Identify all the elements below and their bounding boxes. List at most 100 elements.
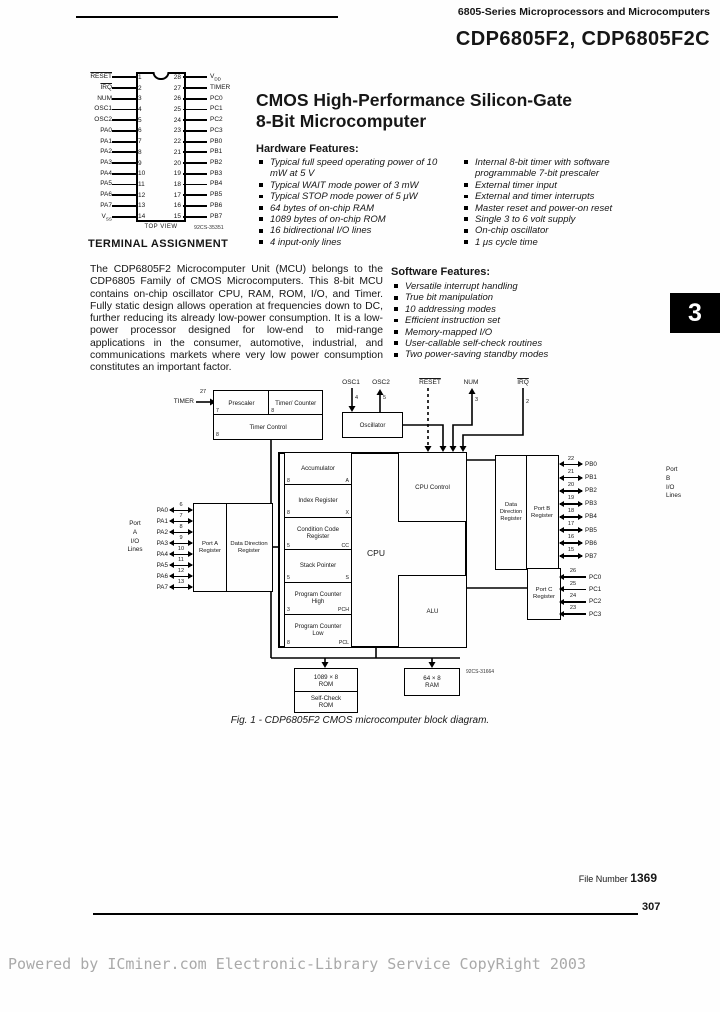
pin-name-left: PA6 [100,191,112,199]
dip-pin-row: PA1 7 22 PB0 [88,136,264,147]
pin-name-left: PA2 [100,148,112,156]
pin-number-right: 19 [173,170,181,178]
hardware-feature-item: Typical STOP mode power of 5 μW [258,191,444,202]
pin-name-left: OSC1 [94,105,112,113]
bidirectional-arrow: 6 [169,502,193,513]
software-feature-item: Efficient instruction set [393,315,643,326]
pin-name-left: VSS [101,212,112,221]
pin-name-right: VDD [210,73,221,82]
bidirectional-arrow: 19 [559,495,583,506]
register-letter: CC [341,542,350,549]
pin-number-right: 28 [173,73,181,81]
pin-number-left: 12 [138,191,146,199]
software-feature-item: Versatile interrupt handling [393,281,643,292]
pin-number-right: 17 [173,191,181,199]
port-a-pin: PA7 13 [146,579,193,593]
port-c-pin: 25 PC1 [559,581,660,595]
software-feature-item: True bit manipulation [393,292,643,303]
hardware-feature-item: Typical WAIT mode power of 3 mW [258,180,444,191]
port-a-pin: PA0 6 [146,502,193,516]
pin-lead-right [183,140,207,143]
pin-number-right: 21 [173,148,181,156]
register-box: Stack Pointer 5 S [284,549,352,584]
dip-pin-row: VSS 14 15 PB7 [88,211,264,222]
port-a-pins: PA0 6 PA1 7 PA2 8 PA3 9 [146,502,193,593]
pin-lead-right [183,205,207,207]
hardware-features-heading: Hardware Features: [256,143,359,155]
pin-name-right: PB1 [210,148,223,156]
register-bits: 8 [287,639,290,646]
pin-name-right: PC2 [210,116,223,124]
pin-lead-right [183,194,207,197]
data-direction-a-box: Data Direction Register [225,503,273,592]
port-b-pin: 17 PB5 [558,521,663,536]
pin-lead-left [112,76,136,79]
dip-pin-row: PA2 8 21 PB1 [88,147,264,158]
pin-name-left: IRQ [100,83,112,91]
irq-pin-number: 2 [526,399,530,405]
block-diagram: TIMER 27 Prescaler 7 Timer/ Counter 8 Ti… [0,378,720,723]
pin-number-left: 3 [138,95,142,103]
pin-number-left: 9 [138,159,142,167]
dip-pin-row: PA0 6 23 PC3 [88,126,264,137]
bidirectional-arrow: 22 [559,456,583,467]
port-b-pin: 20 PB2 [558,482,663,497]
port-b-pin: 22 PB0 [558,456,663,471]
page-title: CDP6805F2, CDP6805F2C [455,28,710,50]
hardware-feature-item: 1 μs cycle time [463,237,645,248]
register-letter: S [345,575,349,582]
pin-lead-right [183,97,207,100]
cpu-outer-box [278,452,467,648]
pin-number-right: 26 [173,95,181,103]
timer-signal-label: TIMER [173,398,194,405]
num-pin-number: 3 [475,397,479,403]
terminal-assignment: RESET 1 28 VDD IRQ 2 27 [88,66,264,258]
hardware-feature-item: Typical full speed operating power of 10… [258,157,444,180]
scan-watermark: Powered by ICminer.com Electronic-Librar… [8,955,586,973]
register-bits: 5 [287,542,290,549]
pin-number-left: 11 [138,181,145,189]
osc1-pin-number: 4 [355,395,359,401]
pin-lead-left [112,205,136,207]
footer-rule [93,913,638,916]
register-bits: 3 [287,607,290,614]
bidirectional-arrow: 15 [559,547,583,559]
pin-name-right: PC1 [210,105,223,113]
main-heading-line1: CMOS High-Performance Silicon-Gate [256,90,573,110]
pin-name-left: PA0 [100,126,112,134]
register-letter: X [345,510,349,517]
pin-lead-left [112,97,136,100]
software-feature-item: Two power-saving standby modes [393,349,643,360]
dip-pin-row: OSC1 4 25 PC1 [88,104,264,115]
pin-lead-left [112,130,136,132]
alu-box: ALU [398,575,467,648]
hardware-features-col2: Internal 8-bit timer with software progr… [463,157,645,248]
pin-lead-right [183,162,207,164]
hardware-feature-item: 64 bytes of on-chip RAM [258,203,444,214]
pin-name-right: PB4 [210,180,223,188]
pin-name-left: PA3 [100,158,112,166]
osc2-pin-number: 5 [383,395,387,401]
diagram-connection-lines [196,388,528,668]
pin-number-left: 4 [138,106,142,114]
port-a-pin: PA5 11 [146,557,193,571]
port-a-pin: PA2 8 [146,524,193,538]
port-b-pin: 18 PB4 [558,508,663,523]
pin-name-right: PB6 [210,201,223,209]
pin-lead-left [112,194,136,197]
prescaler-bits: 7 [216,408,219,415]
port-a-register-box: Port A Register [193,503,227,592]
dip-drawing-code: 92CS-35351 [194,225,224,231]
hardware-feature-item: Single 3 to 6 volt supply [463,214,645,225]
pin-name-right: TIMER [210,83,231,91]
pin-number-right: 27 [173,84,181,92]
pin-number-right: 18 [173,181,181,189]
pin-number-left: 8 [138,148,142,156]
pin-lead-right [183,130,207,132]
main-heading: CMOS High-Performance Silicon-Gate 8-Bit… [256,90,696,132]
timer-pin-number: 27 [199,389,207,395]
hardware-feature-item: Internal 8-bit timer with software progr… [463,157,645,180]
